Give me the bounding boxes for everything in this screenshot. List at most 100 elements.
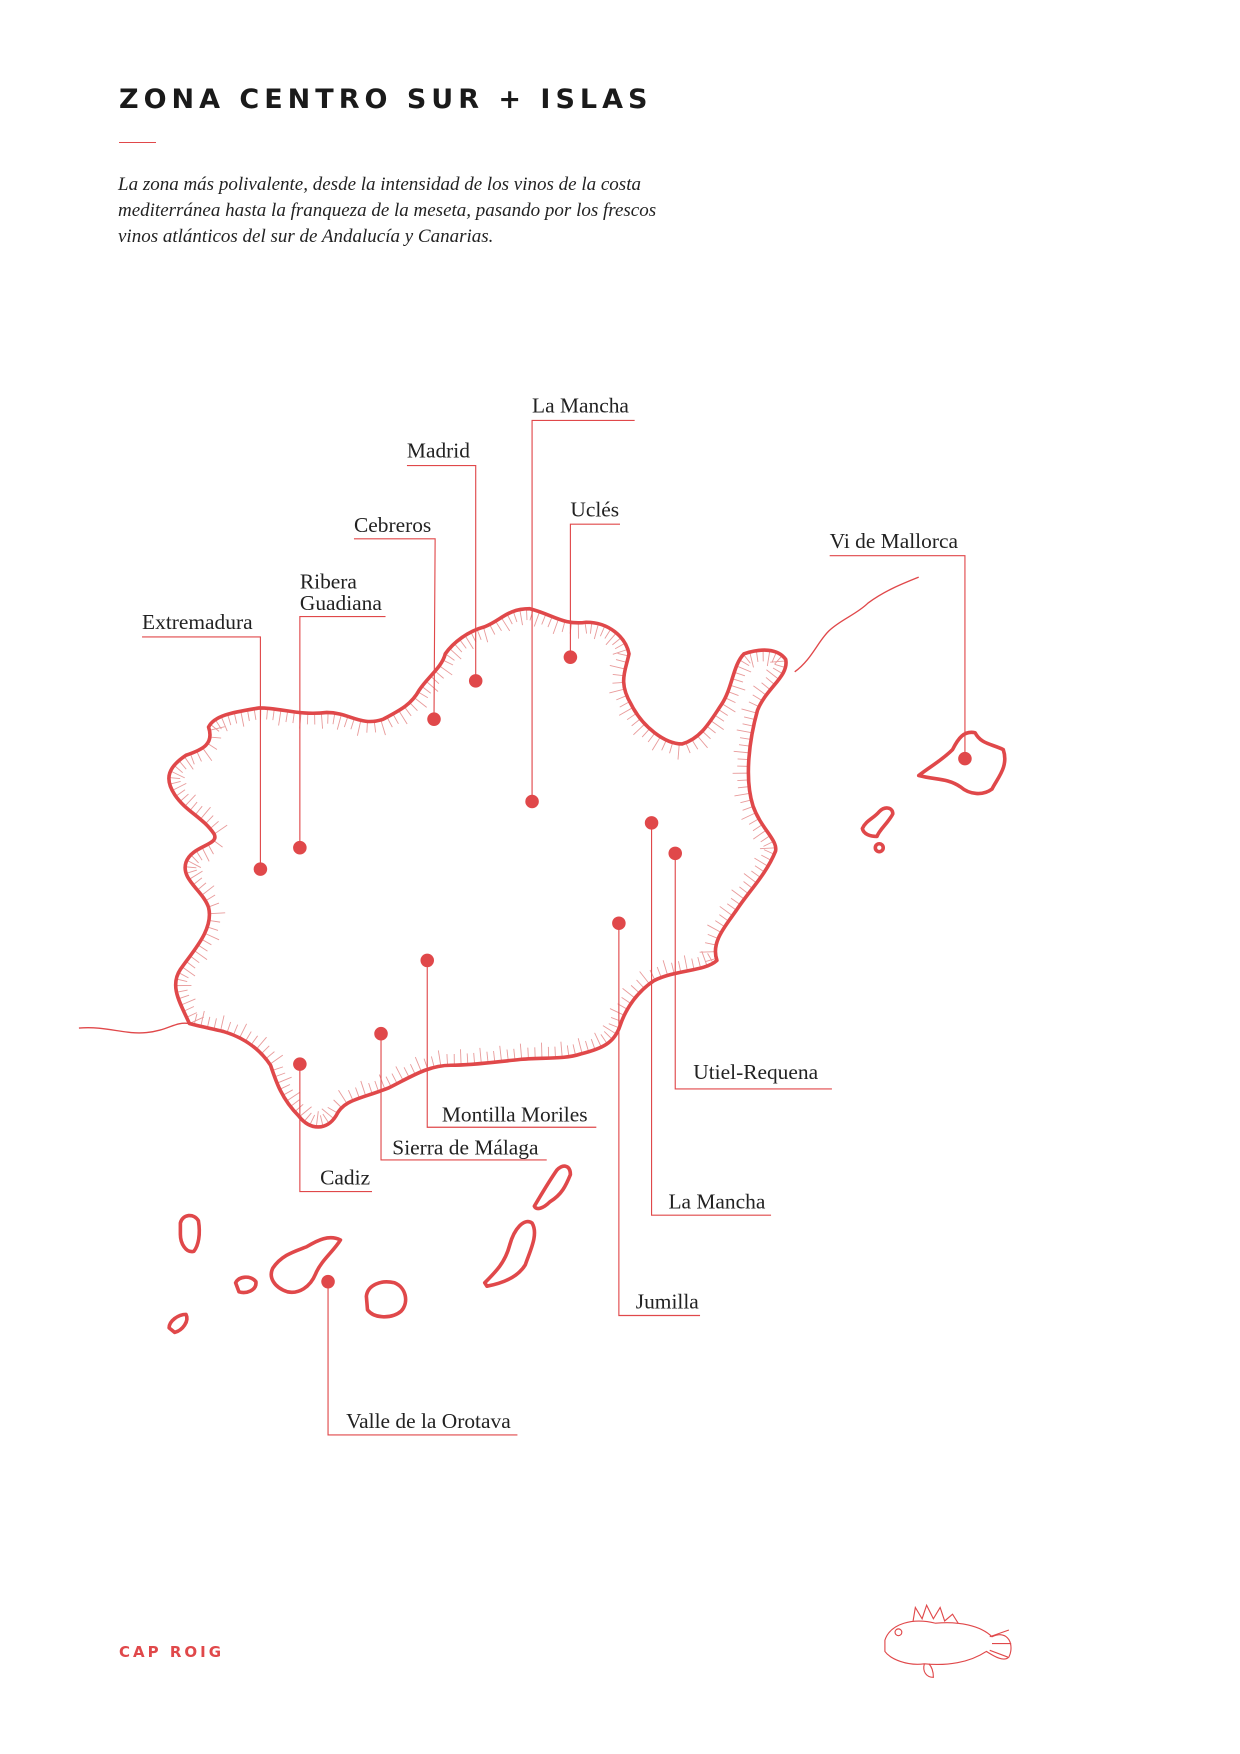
hatch-mark [770,660,786,663]
ibiza-island [860,806,895,839]
hatch-mark [209,726,225,731]
hatch-mark [560,1041,563,1058]
formentera-island [873,841,886,854]
hatch-mark [743,881,753,889]
hatch-mark [434,670,444,679]
region-label: Montilla Moriles [442,1103,588,1127]
hatch-mark [186,1012,197,1018]
hatch-mark [315,1111,319,1127]
hatch-mark [413,697,427,708]
hatch-mark [386,716,393,728]
hatch-mark [226,1021,232,1033]
hatch-mark [533,611,541,627]
region-marker-la-mancha-north[interactable]: La Mancha [525,394,635,809]
river-line-east [794,576,919,673]
hatch-mark [493,1050,496,1063]
scorpionfish-icon [884,1603,1012,1678]
hatch-mark [170,770,185,779]
hatch-mark [616,695,627,701]
region-marker-extremadura[interactable]: Extremadura [142,610,268,876]
hatch-mark [753,685,767,696]
hatch-mark [519,609,523,626]
hatch-mark [205,894,216,902]
hatch-mark [173,765,183,774]
hatch-mark [439,665,453,676]
hatch-mark [707,933,719,940]
hatch-mark [240,711,245,727]
hatch-mark [201,847,210,862]
hatch-mark [274,1072,286,1078]
hatch-mark [368,1082,373,1094]
hatch-mark [608,1023,620,1029]
hatch-mark [185,866,197,869]
region-marker-vi-de-mallorca[interactable]: Vi de Mallorca [829,529,972,766]
region-marker-utiel-requena[interactable]: Utiel-Requena [668,846,832,1090]
hatch-mark [404,706,412,717]
hatch-mark [612,648,628,655]
region-marker-jumilla[interactable]: Jumilla [612,916,701,1317]
canary-island-4 [364,1280,408,1319]
hatch-mark [189,801,198,812]
hatch-mark [360,1080,367,1097]
region-marker-sierra-de-malaga[interactable]: Sierra de Málaga [374,1026,547,1161]
hatch-mark [282,1089,293,1096]
hatch-mark [286,1092,300,1102]
canary-island-2 [233,1275,258,1295]
hatch-mark [771,651,777,663]
hatch-mark [662,960,669,976]
region-label: Cebreros [354,513,431,537]
hatch-mark [479,1047,482,1064]
hatch-mark [685,742,691,754]
region-label: Cadiz [320,1166,370,1190]
hatch-mark [641,728,650,738]
hatch-mark [705,942,717,946]
region-marker-madrid[interactable]: Madrid [407,439,483,688]
region-marker-montilla-moriles[interactable]: Montilla Moriles [420,953,597,1128]
hatch-mark [734,792,751,797]
region-marker-ucles[interactable]: Uclés [563,497,620,664]
hatch-mark [605,632,617,646]
peninsula-outline [167,606,788,1129]
hatch-mark [707,953,714,964]
hatch-mark [585,1040,590,1052]
hatch-mark [602,1025,617,1035]
region-marker-ribera-guadiana[interactable]: Ribera Guadiana [293,569,386,855]
hatch-mark [513,1048,516,1061]
hatch-mark [742,723,754,727]
hatch-mark [506,1049,509,1061]
hatch-mark [470,631,477,643]
hatch-mark [208,902,220,908]
hatch-mark [730,684,746,691]
hatch-mark [190,753,195,765]
hatch-mark [734,671,746,677]
hatch-mark [763,841,774,847]
hatch-mark [683,955,688,971]
hatch-mark [718,708,728,716]
hatch-mark [220,1015,225,1031]
hatch-mark [180,998,196,1006]
hatch-mark [299,1106,312,1118]
hatch-mark [741,812,756,820]
hatch-mark [207,844,214,855]
hatch-mark [385,1076,392,1087]
hatch-mark [192,877,203,886]
hatch-mark [333,1099,342,1109]
region-marker-cebreros[interactable]: Cebreros [354,513,441,726]
hatch-mark [732,678,744,683]
region-marker-valle-de-la-orotava[interactable]: Valle de la Orotava [321,1274,518,1436]
hatch-mark [766,650,771,667]
hatch-mark [499,1045,502,1062]
hatch-mark [486,1051,489,1063]
hatch-mark [751,870,761,878]
canary-island-5 [482,1219,537,1288]
hatch-mark [453,643,463,653]
hatch-mark [194,805,203,816]
hatch-mark [727,691,739,696]
hatch-mark [476,629,482,640]
hatch-mark [189,955,200,964]
hatch-mark [373,721,377,733]
hatch-mark [743,654,751,664]
region-marker-la-mancha-south[interactable]: La Mancha [644,816,772,1216]
region-marker-cadiz[interactable]: Cadiz [293,1057,373,1193]
hatch-mark [506,613,513,625]
